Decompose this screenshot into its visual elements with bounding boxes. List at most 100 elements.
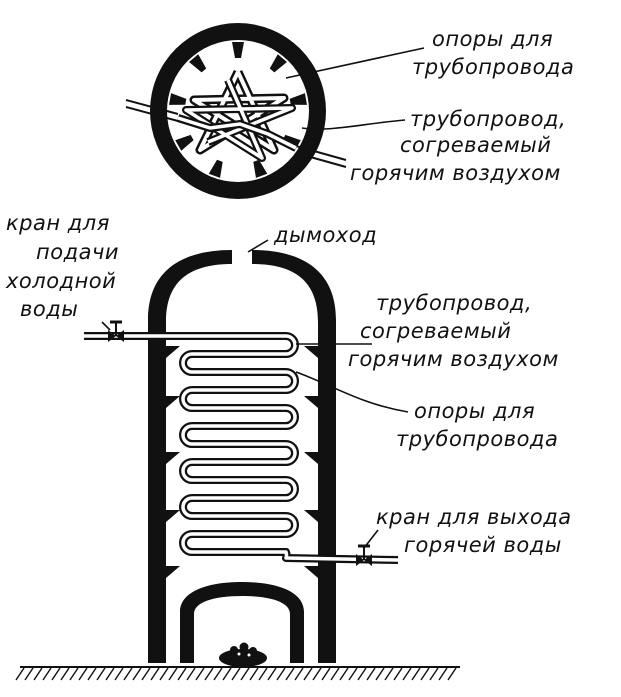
ground-hatch-mark — [42, 667, 52, 681]
label-hot-valve-line2: горячей воды — [404, 533, 562, 557]
top-pipe-leads — [125, 99, 347, 168]
ground-hatch-mark — [96, 667, 106, 681]
star-coil-pipe — [176, 70, 298, 162]
side-leader-lines — [101, 239, 409, 549]
leader-hot-valve — [363, 529, 379, 549]
leader-chimney — [247, 239, 269, 253]
label-top-supports-line2: трубопровода — [412, 55, 574, 79]
serpentine-pipe — [84, 332, 399, 564]
ground-hatch-mark — [348, 667, 358, 681]
ground-hatch-mark — [24, 667, 34, 681]
ground-hatch-mark — [240, 667, 250, 681]
ground-hatch-mark — [168, 667, 178, 681]
firebox-arch — [180, 582, 304, 663]
ground-hatch-mark — [393, 667, 403, 681]
ground-hatch-mark — [231, 667, 241, 681]
ground-hatch-mark — [438, 667, 448, 681]
ring-support — [253, 159, 268, 178]
ground-hatch-mark — [375, 667, 385, 681]
leader-side-supports — [295, 371, 409, 413]
label-side-supports-line2: трубопровода — [396, 427, 558, 451]
ground-hatch-mark — [132, 667, 142, 681]
label-cold-valve-line2: подачи — [36, 240, 119, 264]
ring-support — [189, 54, 207, 73]
ground-hatch-mark — [60, 667, 70, 681]
ground-hatch-mark — [411, 667, 421, 681]
top-view-cross-section — [125, 23, 347, 199]
ground-hatch-mark — [339, 667, 349, 681]
ground-hatch-mark — [384, 667, 394, 681]
ground-hatch-mark — [186, 667, 196, 681]
label-top-pipe-line2: согреваемый — [400, 133, 551, 157]
ring-support — [289, 93, 307, 105]
ground-hatch-mark — [330, 667, 340, 681]
ground-hatch-mark — [285, 667, 295, 681]
ground-hatch-mark — [321, 667, 331, 681]
side-view-section — [15, 250, 460, 681]
ring-support — [269, 54, 287, 73]
leader-cold-valve — [101, 321, 111, 331]
label-cold-valve: кран для подачи холодной воды — [5, 211, 119, 321]
ground-hatch-mark — [258, 667, 268, 681]
label-side-supports-line1: опоры для — [414, 399, 535, 423]
ground-hatch-mark — [159, 667, 169, 681]
ground-hatch-mark — [114, 667, 124, 681]
leader-top-supports — [285, 47, 425, 79]
ground-hatch-mark — [276, 667, 286, 681]
ground-hatch-mark — [447, 667, 457, 681]
ring-support — [208, 159, 223, 178]
ground-hatch-mark — [69, 667, 79, 681]
ring-supports — [169, 42, 307, 178]
ground-hatch-mark — [222, 667, 232, 681]
label-top-supports-line1: опоры для — [432, 27, 553, 51]
ground-hatch-mark — [312, 667, 322, 681]
ground-hatch-mark — [267, 667, 277, 681]
ground-hatch-mark — [429, 667, 439, 681]
label-hot-valve: кран для выхода горячей воды — [376, 505, 572, 557]
ground-hatch-mark — [33, 667, 43, 681]
ground-hatch-mark — [105, 667, 115, 681]
label-side-pipe-line1: трубопровод, — [376, 291, 532, 315]
label-hot-valve-line1: кран для выхода — [376, 505, 572, 529]
ground-hatch-mark — [357, 667, 367, 681]
right-wall — [252, 250, 336, 663]
ground-hatch-mark — [213, 667, 223, 681]
ground-hatch-mark — [303, 667, 313, 681]
label-cold-valve-line4: воды — [20, 297, 78, 321]
ground-hatch-mark — [177, 667, 187, 681]
top-leader-lines — [285, 47, 425, 130]
ground-hatch-mark — [78, 667, 88, 681]
ground-hatch-mark — [141, 667, 151, 681]
ground-hatch-mark — [150, 667, 160, 681]
label-side-supports: опоры для трубопровода — [396, 399, 558, 451]
side-supports — [166, 346, 318, 578]
label-top-pipe: трубопровод, согреваемый горячим воздухо… — [350, 107, 566, 185]
ground-hatch-mark — [249, 667, 259, 681]
fuel-pile — [219, 642, 267, 667]
label-cold-valve-line3: холодной — [5, 269, 116, 293]
leader-top-pipe — [301, 119, 406, 130]
hot-water-valve — [356, 544, 372, 566]
ground-hatch-mark — [294, 667, 304, 681]
ground-hatch-mark — [87, 667, 97, 681]
ground-hatch-mark — [123, 667, 133, 681]
label-top-pipe-line3: горячим воздухом — [350, 161, 561, 185]
label-side-pipe-line2: согреваемый — [360, 319, 511, 343]
ground-hatch-mark — [366, 667, 376, 681]
left-wall — [148, 250, 232, 663]
ground-hatch-mark — [51, 667, 61, 681]
label-top-pipe-line1: трубопровод, — [410, 107, 566, 131]
label-chimney: дымоход — [273, 223, 377, 247]
ring-support — [175, 134, 194, 151]
label-cold-valve-line1: кран для — [6, 211, 110, 235]
ring-support — [232, 42, 244, 58]
cold-water-valve — [108, 320, 124, 342]
ground-hatch-mark — [195, 667, 205, 681]
label-top-supports: опоры для трубопровода — [412, 27, 574, 79]
ground-hatch-mark — [402, 667, 412, 681]
label-side-pipe: трубопровод, согреваемый горячим воздухо… — [348, 291, 559, 371]
ground-hatch-mark — [15, 667, 25, 681]
ring-support — [169, 93, 187, 105]
label-side-pipe-line3: горячим воздухом — [348, 347, 559, 371]
ground-hatch-mark — [420, 667, 430, 681]
